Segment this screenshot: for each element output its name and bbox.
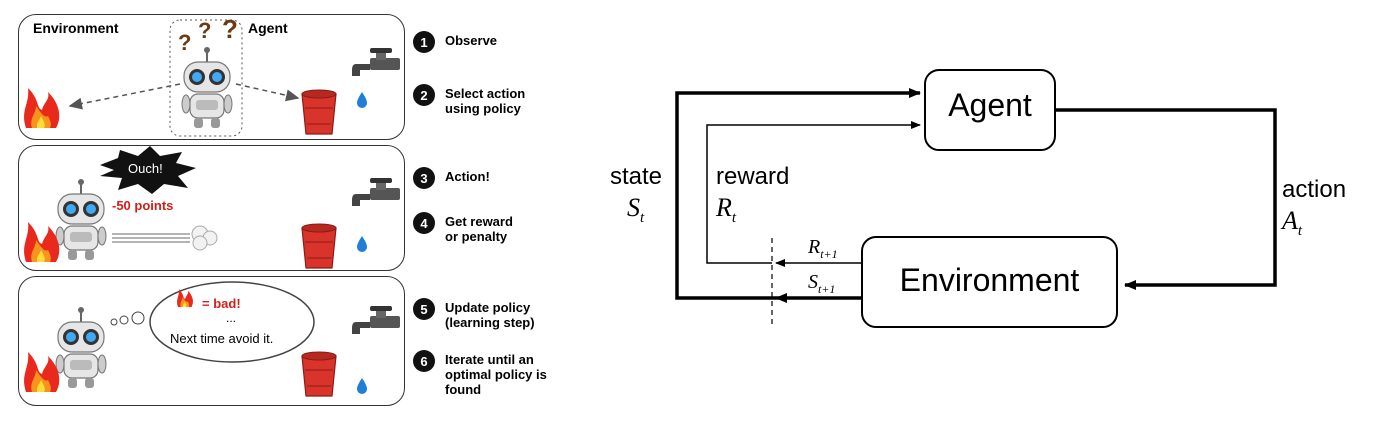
agent-box-label: Agent — [948, 87, 1032, 123]
water-drop-icon — [357, 378, 367, 394]
step-number: 6 — [413, 350, 435, 372]
step-5: 5 Update policy (learning step) — [413, 298, 535, 330]
question-mark: ? — [222, 14, 238, 44]
step-text: Observe — [445, 33, 498, 48]
step-2: 2 Select action using policy — [413, 84, 525, 116]
step-number: 5 — [413, 298, 435, 320]
bad-text: = bad! — [202, 296, 241, 311]
fire-icon — [24, 88, 60, 128]
robot-icon — [181, 46, 233, 129]
step-3: 3 Action! — [413, 167, 490, 189]
step-text: Select action using policy — [445, 86, 526, 116]
question-mark: ? — [198, 18, 212, 43]
next-state-symbol: St+1 — [808, 271, 836, 296]
step-text: Get reward or penalty — [445, 214, 513, 244]
tap-icon — [352, 48, 400, 76]
state-symbol: St — [627, 193, 645, 227]
bucket-icon — [301, 351, 337, 397]
question-mark: ? — [178, 30, 192, 55]
action-arrow — [1055, 108, 1277, 290]
tap-icon — [352, 306, 400, 334]
robot-icon — [55, 178, 107, 261]
step-number: 1 — [413, 31, 435, 53]
smoke-puff-icon — [192, 235, 208, 251]
step-6: 6 Iterate until an optimal policy is fou… — [413, 350, 547, 397]
step-number: 4 — [413, 212, 435, 234]
look-at-fire-arrow — [68, 83, 181, 110]
ouch-text: Ouch! — [128, 161, 163, 176]
step-text: Action! — [445, 169, 490, 184]
robot-icon — [55, 306, 107, 389]
water-drop-icon — [357, 92, 367, 108]
step-4: 4 Get reward or penalty — [413, 212, 513, 244]
bucket-icon — [301, 89, 337, 135]
tap-icon — [352, 178, 400, 206]
comic-illustrations — [24, 19, 400, 397]
reward-symbol: Rt — [716, 193, 737, 227]
next-reward-symbol: Rt+1 — [808, 236, 838, 261]
next-time-text: Next time avoid it. — [170, 331, 274, 346]
penalty-text: -50 points — [112, 198, 174, 213]
agent-dotted-box — [169, 19, 243, 137]
step-1: 1 Observe — [413, 31, 497, 53]
bucket-icon — [301, 223, 337, 269]
step-text: Update policy (learning step) — [445, 300, 535, 330]
environment-box-label: Environment — [899, 262, 1080, 298]
action-symbol: At — [1282, 206, 1303, 240]
ouch-burst — [100, 146, 196, 194]
action-label: action — [1282, 176, 1347, 203]
fire-icon — [24, 352, 60, 392]
reward-label: reward — [716, 163, 790, 190]
agent-label: Agent — [248, 20, 288, 36]
state-label: state — [610, 163, 663, 190]
step-text: Iterate until an optimal policy is found — [445, 352, 547, 397]
step-number: 2 — [413, 84, 435, 106]
step-number: 3 — [413, 167, 435, 189]
water-drop-icon — [357, 236, 367, 252]
fire-icon — [24, 222, 60, 262]
ellipsis-text: ... — [226, 311, 237, 325]
environment-label: Environment — [33, 20, 119, 36]
look-at-bucket-arrow — [235, 83, 300, 102]
